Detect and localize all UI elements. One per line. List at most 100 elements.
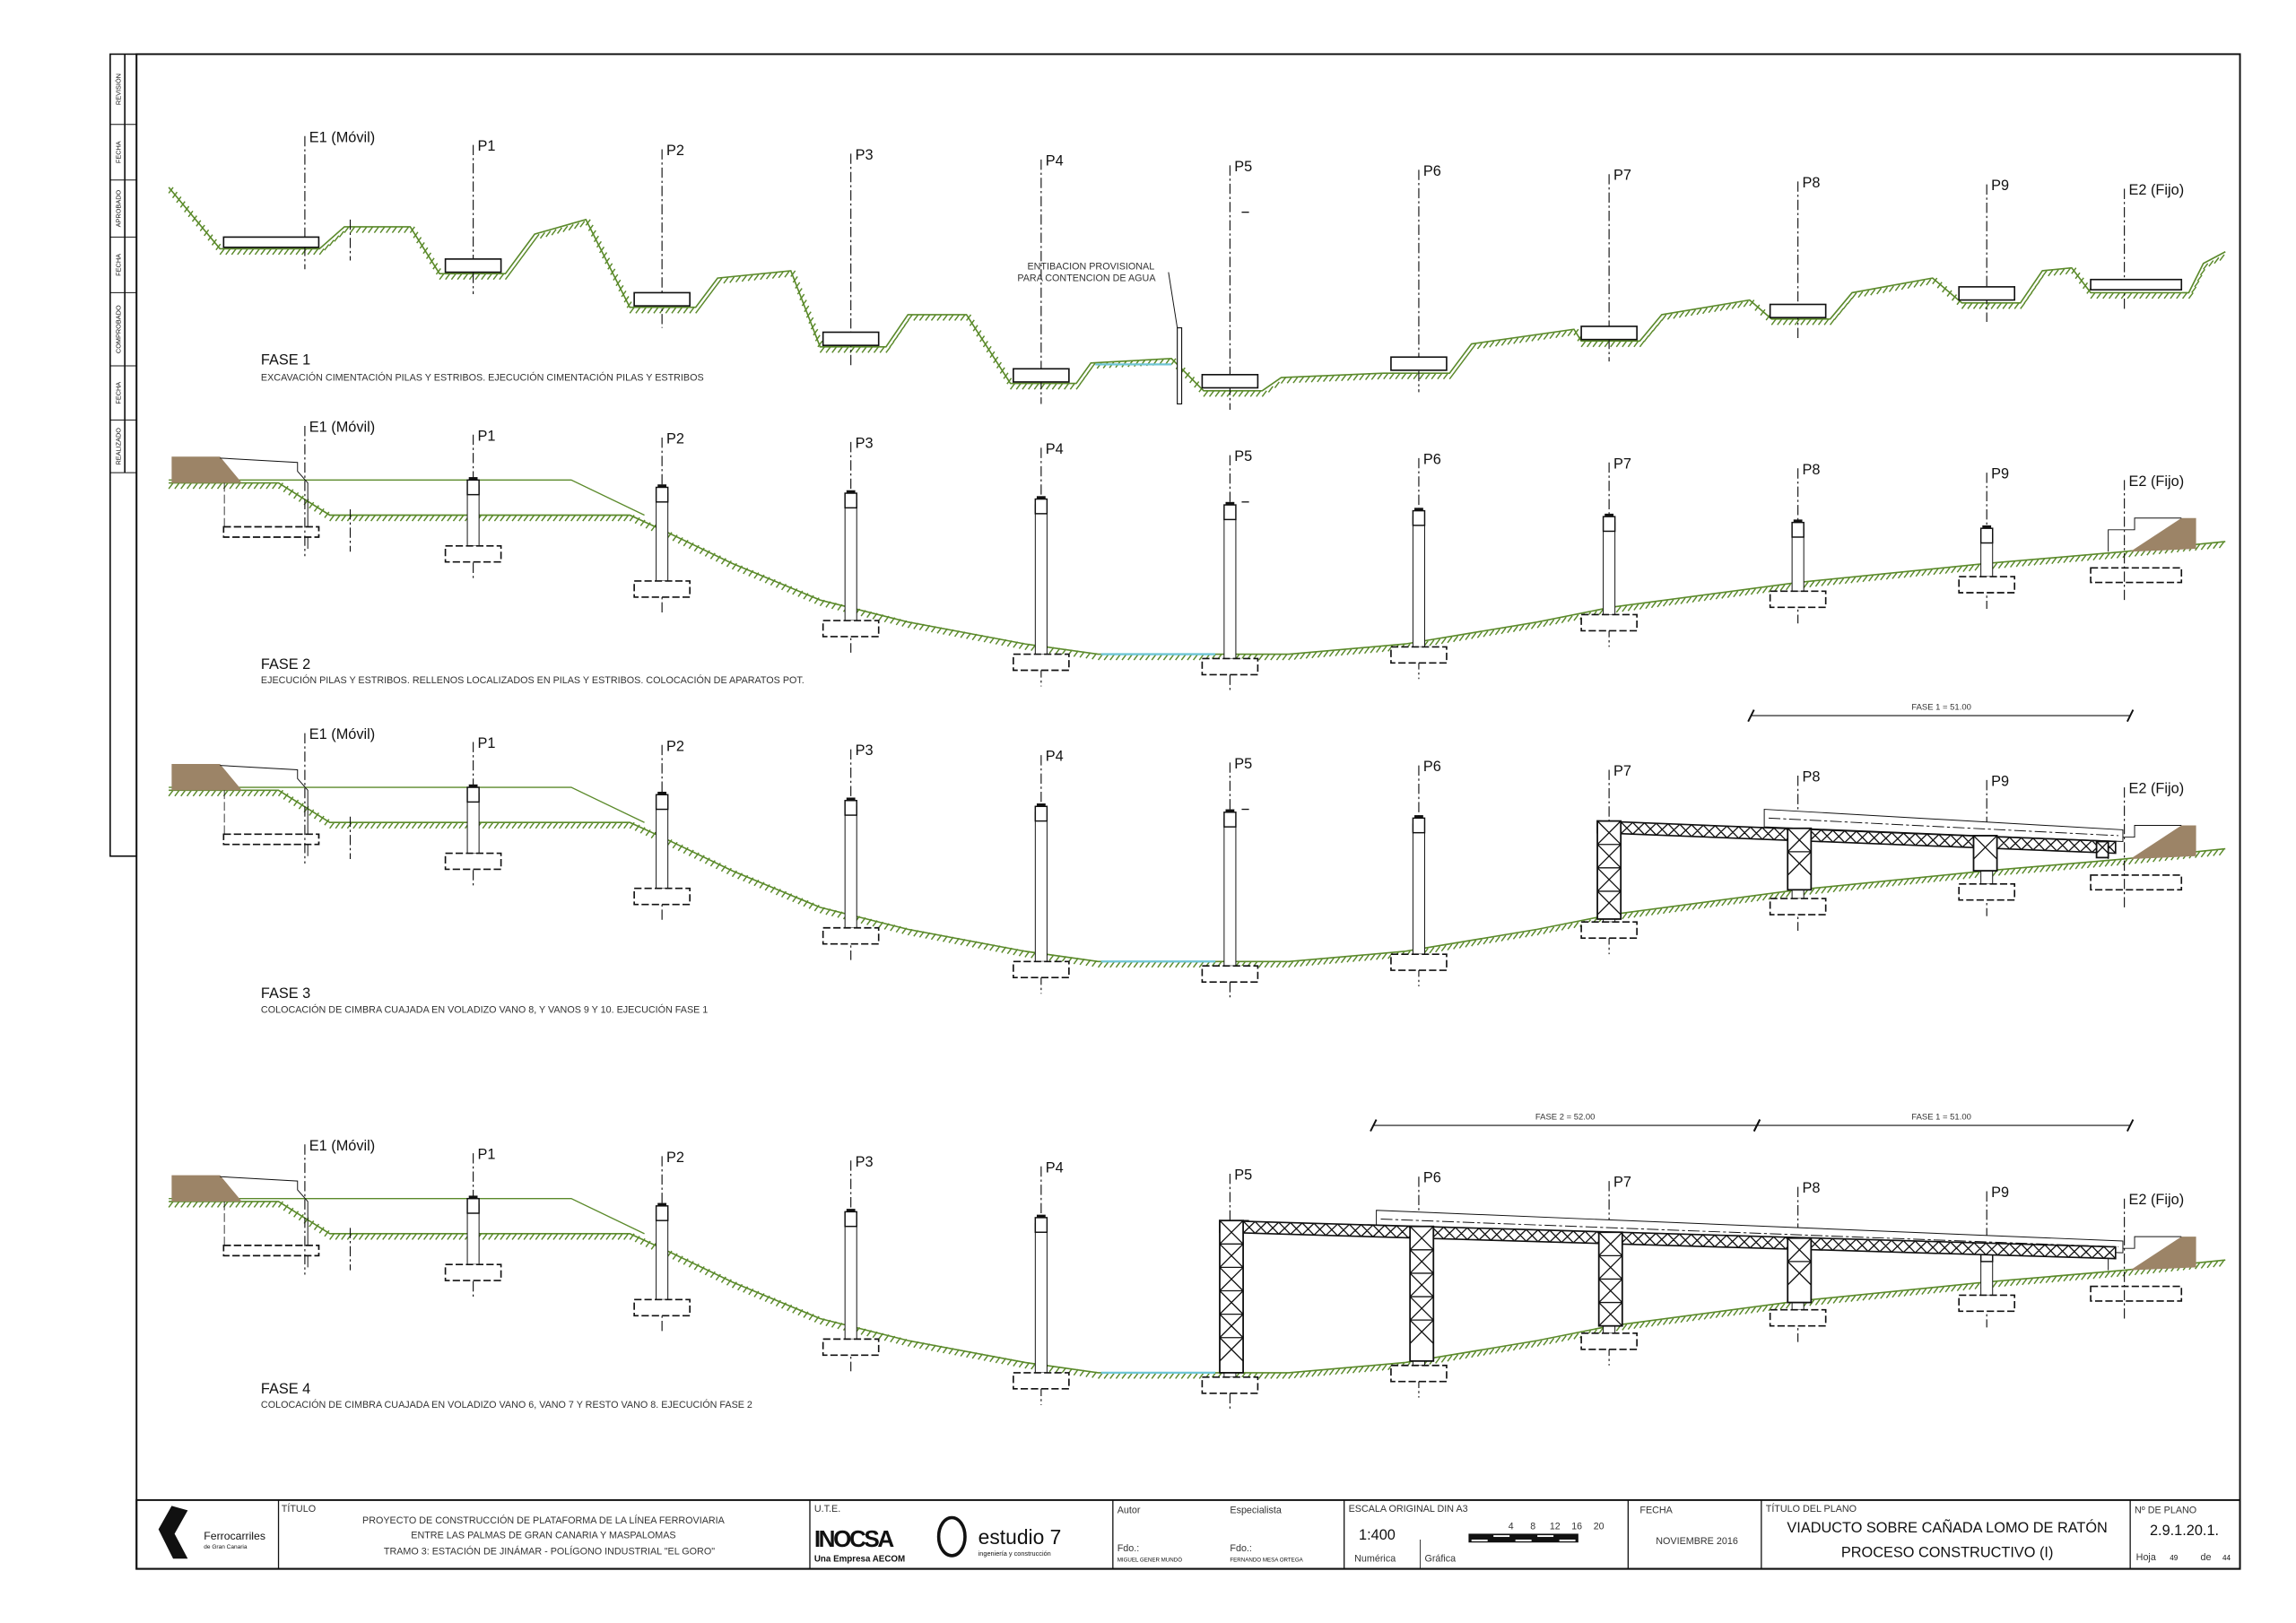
- phase-1-title: FASE 1: [261, 352, 310, 368]
- e2-abutment: [2108, 517, 2182, 552]
- especialista-fdo: Fdo.:: [1230, 1543, 1252, 1554]
- footing: [444, 544, 502, 563]
- tower-bracing: [2096, 840, 2109, 854]
- axis-label-p4: P4: [1046, 749, 1064, 765]
- tower-frame: [1787, 827, 1813, 891]
- autor-fdo: Fdo.:: [1118, 1543, 1140, 1554]
- pot-bearing: [1412, 817, 1426, 834]
- footing: [222, 1245, 320, 1257]
- annotation-line-1: ENTIBACION PROVISIONAL: [1027, 261, 1154, 272]
- tower-frame: [1972, 835, 1998, 872]
- tower-bracing: [1219, 1219, 1244, 1362]
- e2-backfill: [2130, 517, 2196, 552]
- pier: [656, 1211, 669, 1300]
- deck-axis: [1380, 1219, 2119, 1248]
- titulo-line-2: ENTRE LAS PALMAS DE GRAN CANARIA Y MASPA…: [411, 1530, 675, 1541]
- dimension-tick: [1752, 1119, 1761, 1133]
- especialista-label: Especialista: [1230, 1506, 1281, 1516]
- phase-3-title: FASE 3: [261, 985, 310, 1002]
- pier: [1034, 812, 1048, 962]
- phase-captions: FASE 1 EXCAVACIÓN CIMENTACIÓN PILAS Y ES…: [261, 352, 804, 1410]
- pot-bearing: [1223, 504, 1237, 521]
- ground-line: [168, 187, 2226, 392]
- axis-label-p1: P1: [477, 138, 495, 154]
- inocsa-logo: INOCSA: [814, 1525, 894, 1552]
- pier-cap: [846, 797, 856, 801]
- axis-label-e1: E1 (Móvil): [309, 129, 375, 145]
- fill-line: [169, 479, 645, 516]
- phase-3-description: COLOCACIÓN DE CIMBRA CUAJADA EN VOLADIZO…: [261, 1003, 708, 1015]
- footing: [2090, 278, 2183, 291]
- titulo-line-1: PROYECTO DE CONSTRUCCIÓN DE PLATAFORMA D…: [362, 1515, 726, 1526]
- phase-3-ground: [168, 789, 2226, 968]
- axis-label-p7: P7: [1613, 456, 1631, 472]
- footing: [2090, 567, 2183, 584]
- axis-label-p6: P6: [1423, 1170, 1441, 1186]
- axis-label-p1: P1: [477, 428, 495, 444]
- fill-line: [169, 786, 645, 823]
- revision-label-2: APROBADO: [114, 190, 122, 228]
- footing: [222, 525, 320, 538]
- axis-label-p3: P3: [856, 147, 874, 163]
- pier-cap: [1036, 1214, 1046, 1218]
- pot-bearing: [1034, 498, 1048, 515]
- pier-cap: [1225, 809, 1235, 812]
- footing: [222, 236, 320, 248]
- plano-title-1: VIADUCTO SOBRE CAÑADA LOMO DE RATÓN: [1787, 1519, 2107, 1536]
- dim-phase4-fase2: FASE 2 = 52.00: [1535, 1113, 1595, 1123]
- footing: [1769, 898, 1827, 916]
- axis-label-p5: P5: [1234, 159, 1252, 175]
- axis-label-e1: E1 (Móvil): [309, 1138, 375, 1154]
- pier: [656, 800, 669, 890]
- fecha-value: NOVIEMBRE 2016: [1656, 1536, 1738, 1547]
- pier-cap: [468, 784, 478, 788]
- autor-label: Autor: [1118, 1506, 1141, 1516]
- axis-label-p6: P6: [1423, 163, 1441, 179]
- phase-2-title: FASE 2: [261, 656, 310, 673]
- falsework-tower: [1596, 820, 1622, 920]
- hoja-label: Hoja: [2136, 1552, 2156, 1563]
- plano-title-2: PROCESO CONSTRUCTIVO (I): [1841, 1545, 2054, 1561]
- revision-label-5: FECHA: [114, 382, 122, 404]
- axis-label-p7: P7: [1613, 763, 1631, 779]
- dim-phase3-fase1: FASE 1 = 51.00: [1911, 703, 1970, 713]
- fecha-label: FECHA: [1639, 1506, 1673, 1516]
- titulo-label: TÍTULO: [282, 1503, 316, 1515]
- phase-1-ground: [168, 187, 2226, 397]
- plano-title-label: TÍTULO DEL PLANO: [1766, 1503, 1857, 1515]
- footing: [822, 331, 880, 346]
- de-value: 44: [2222, 1554, 2231, 1562]
- scale-tick-label: 8: [1530, 1522, 1535, 1532]
- scale-tick-label: 12: [1550, 1522, 1561, 1532]
- footing: [2090, 874, 2183, 891]
- footing: [1769, 303, 1827, 318]
- footing: [1201, 965, 1259, 983]
- footing: [1013, 1372, 1070, 1390]
- axis-label-p7: P7: [1613, 1175, 1631, 1191]
- axis-label-p6: P6: [1423, 451, 1441, 467]
- dim-phase4-fase1: FASE 1 = 51.00: [1911, 1113, 1970, 1123]
- dimension-lines: FASE 1 = 51.00 FASE 2 = 52.00 FASE 1 = 5…: [1535, 703, 1971, 1123]
- tgc-logo: TGC Ferrocarriles de Gran Canaria: [158, 1506, 265, 1559]
- pier-cap: [1982, 525, 1992, 529]
- pier: [1034, 1222, 1048, 1374]
- footing: [1580, 1332, 1638, 1350]
- scale-tick-label: 4: [1509, 1522, 1514, 1532]
- phase-4-ground: [168, 1201, 2226, 1379]
- pier-cap: [1793, 519, 1803, 523]
- footing: [1390, 1364, 1448, 1383]
- e2-backfill: [2130, 1237, 2196, 1271]
- footing: [222, 833, 320, 846]
- footing: [1580, 921, 1638, 939]
- axis-label-p8: P8: [1803, 175, 1821, 191]
- revision-label-4: COMPROBADO: [114, 305, 122, 353]
- pot-bearing: [1979, 527, 1994, 544]
- axis-label-p8: P8: [1803, 769, 1821, 785]
- axis-label-p4: P4: [1046, 152, 1064, 169]
- e1-abutment: [220, 765, 309, 856]
- axis-label-p3: P3: [856, 742, 874, 759]
- pier-cap: [468, 1195, 478, 1199]
- axis-label-e2: E2 (Fijo): [2129, 1192, 2185, 1208]
- axis-label-p5: P5: [1234, 1167, 1252, 1183]
